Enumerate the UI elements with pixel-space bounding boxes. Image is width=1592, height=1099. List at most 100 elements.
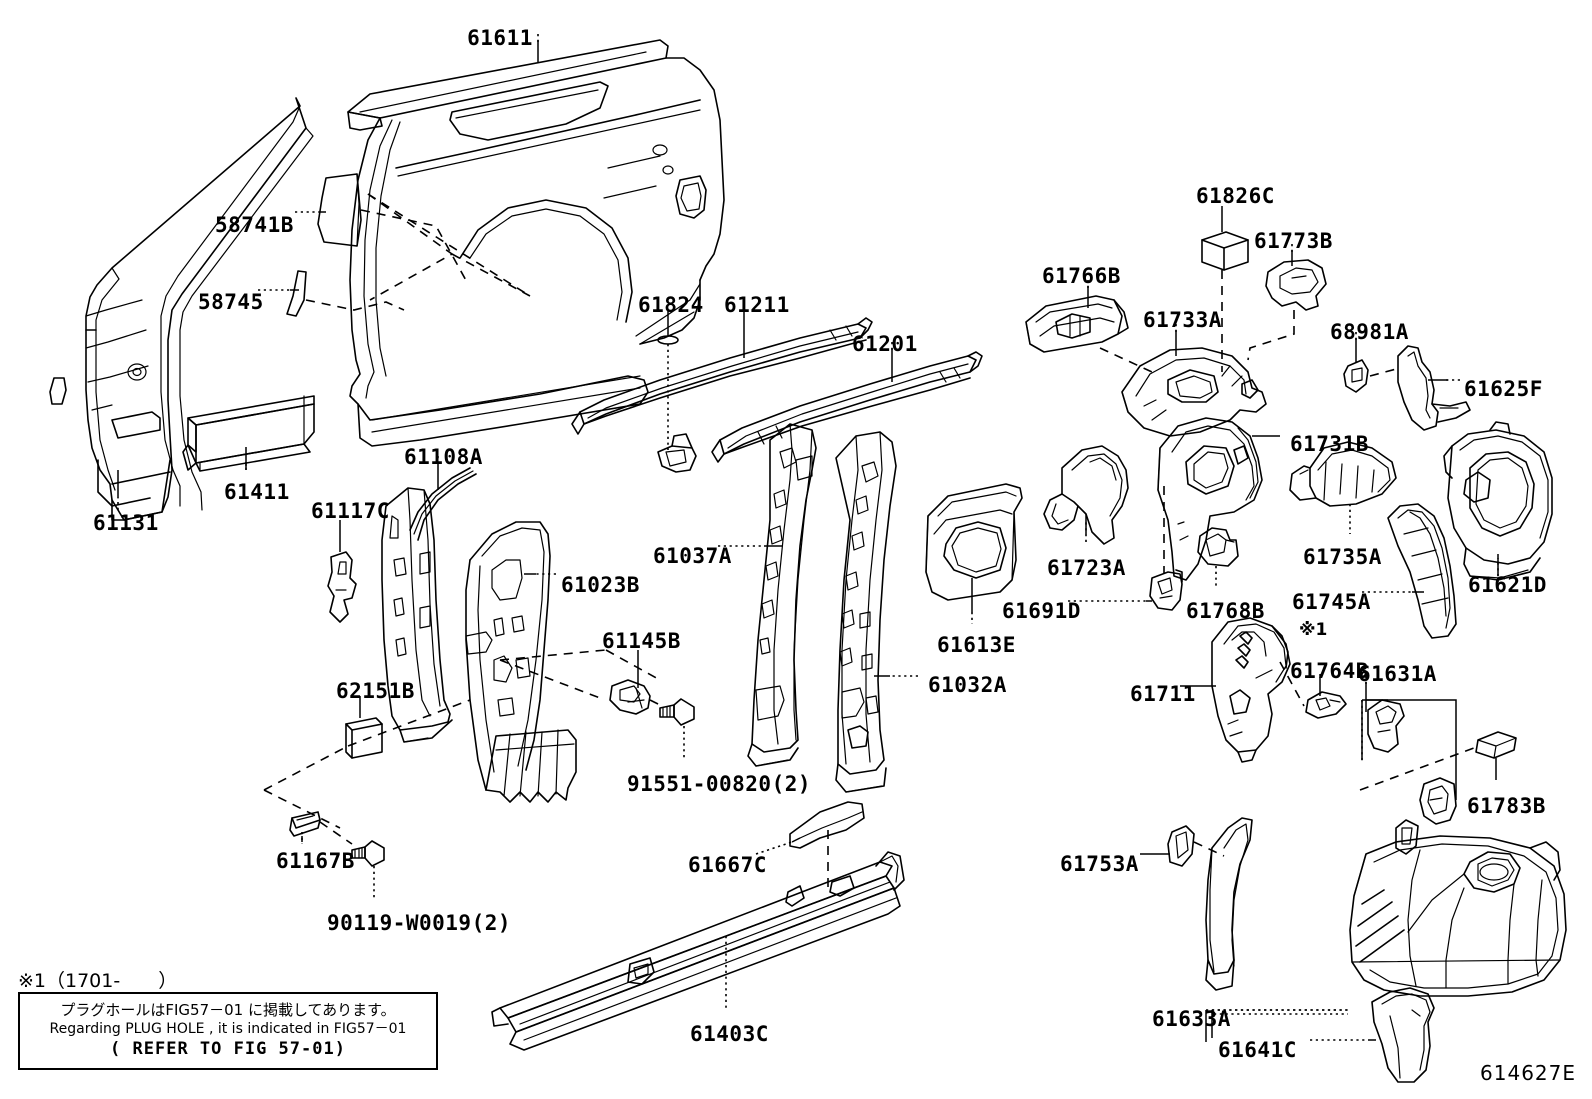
part-61691D-shape [1149, 569, 1183, 611]
part-label-61621D[interactable]: 61621D [1468, 573, 1547, 597]
part-label-61201[interactable]: 61201 [852, 332, 918, 356]
part-label-61167B[interactable]: 61167B [276, 849, 355, 873]
part-61824-shape [657, 335, 679, 345]
part-61625F-shape [1397, 345, 1471, 431]
part-label-61641C[interactable]: 61641C [1218, 1038, 1297, 1062]
part-label-61733A[interactable]: 61733A [1143, 308, 1222, 332]
part-label-61403C[interactable]: 61403C [690, 1022, 769, 1046]
part-62151B-shape [345, 717, 383, 759]
part-61733A-shape [1121, 347, 1267, 437]
part-label-61108A[interactable]: 61108A [404, 445, 483, 469]
dash-61766-to-61733 [1099, 347, 1153, 373]
part-label-62151B[interactable]: 62151B [336, 679, 415, 703]
inline-star-marker: ※1 [1299, 620, 1328, 640]
dash-58741-to-61611 [360, 209, 469, 285]
part-label-61211[interactable]: 61211 [724, 293, 790, 317]
part-61131-outline [85, 97, 314, 521]
part-61211-shape [571, 317, 873, 435]
part-label-61764B[interactable]: 61764B [1290, 659, 1369, 683]
part-61731B-shape [1157, 417, 1263, 581]
part-label-68981A[interactable]: 68981A [1330, 320, 1409, 344]
part-label-91551-00820(2)[interactable]: 91551-00820(2) [627, 772, 812, 796]
leader-61783B [1359, 747, 1497, 791]
part-label-61731B[interactable]: 61731B [1290, 432, 1369, 456]
part-label-61625F[interactable]: 61625F [1464, 377, 1543, 401]
part-label-61667C[interactable]: 61667C [688, 853, 767, 877]
part-61766B-shape [1025, 295, 1129, 353]
figure-number: 614627E [1480, 1061, 1576, 1085]
part-61201-shape [711, 351, 983, 463]
part-61631A-bracket-bottom [1419, 777, 1457, 825]
part-61131-rail [49, 377, 67, 405]
part-label-61766B[interactable]: 61766B [1042, 264, 1121, 288]
part-61108A-shape [409, 467, 477, 541]
part-label-61753A[interactable]: 61753A [1060, 852, 1139, 876]
part-label-61411[interactable]: 61411 [224, 480, 290, 504]
part-61631A-bracket-top [1367, 699, 1405, 753]
part-label-61633A[interactable]: 61633A [1152, 1007, 1231, 1031]
note-line-japanese: プラグホールはFIG57－01 に掲載してあります。 [60, 1001, 396, 1020]
part-91551-00820-bolt [659, 698, 695, 726]
part-61023B-shape [465, 521, 577, 803]
part-61611-outline [347, 39, 725, 447]
leader-61773B [1247, 244, 1295, 361]
part-misc-bracket-upper [1395, 819, 1419, 855]
leader-61631A [1361, 676, 1457, 800]
part-61037A-shape [747, 423, 817, 767]
part-label-58745[interactable]: 58745 [198, 290, 264, 314]
plug-hole-note-box: プラグホールはFIG57－01 に掲載してあります。 Regarding PLU… [18, 992, 438, 1070]
part-61411-shape [182, 395, 315, 472]
part-label-61131[interactable]: 61131 [93, 511, 159, 535]
part-68981A-shape [1343, 359, 1369, 393]
part-label-61611[interactable]: 61611 [467, 26, 533, 50]
part-label-61037A[interactable]: 61037A [653, 544, 732, 568]
part-61117C-shape [327, 551, 357, 623]
part-label-61691D[interactable]: 61691D [1002, 599, 1081, 623]
leader-61117C-dashes [263, 649, 661, 829]
part-label-61768B[interactable]: 61768B [1186, 599, 1265, 623]
part-61764B-shape [1305, 691, 1347, 719]
dash-58745-to-61611 [305, 299, 405, 311]
part-61711-shape [1211, 617, 1291, 763]
part-61023B-left-pillar [381, 487, 453, 743]
leader-61764B [1279, 661, 1321, 707]
part-61621D-shape [1443, 421, 1553, 581]
part-label-61824[interactable]: 61824 [638, 293, 704, 317]
part-61773B-shape [1265, 259, 1327, 311]
part-label-61145B[interactable]: 61145B [602, 629, 681, 653]
part-61167B-shape [289, 811, 321, 837]
part-61824-seat [657, 433, 697, 473]
part-61745A-shape [1387, 503, 1457, 639]
part-61032A-shape [835, 431, 897, 793]
note-line-english: Regarding PLUG HOLE , it is indicated in… [49, 1021, 407, 1038]
part-61641C-shape [1371, 987, 1435, 1083]
dash-61167-to-bolt [319, 821, 353, 845]
part-61753A-shape [1167, 825, 1195, 867]
part-label-90119-W0019(2)[interactable]: 90119-W0019(2) [327, 911, 512, 935]
part-label-61032A[interactable]: 61032A [928, 673, 1007, 697]
part-label-61723A[interactable]: 61723A [1047, 556, 1126, 580]
leader-61753A [1140, 841, 1225, 857]
leader-61633A [1205, 1009, 1348, 1042]
part-61613E-shape [925, 483, 1023, 601]
part-label-61631A[interactable]: 61631A [1358, 662, 1437, 686]
part-61735A-shape [1289, 441, 1397, 507]
part-label-61613E[interactable]: 61613E [937, 633, 1016, 657]
part-label-61023B[interactable]: 61023B [561, 573, 640, 597]
part-label-61735A[interactable]: 61735A [1303, 545, 1382, 569]
leader-68981A [1355, 332, 1401, 377]
part-label-61826C[interactable]: 61826C [1196, 184, 1275, 208]
part-label-61783B[interactable]: 61783B [1467, 794, 1546, 818]
part-label-61117C[interactable]: 61117C [311, 499, 390, 523]
part-label-61745A[interactable]: 61745A [1292, 590, 1371, 614]
part-58745-shape [286, 270, 307, 317]
part-label-61711[interactable]: 61711 [1130, 682, 1196, 706]
part-61403C-shape [491, 851, 905, 1051]
part-rear-pillar-leg [1205, 817, 1253, 991]
part-label-58741B[interactable]: 58741B [215, 213, 294, 237]
part-label-61773B[interactable]: 61773B [1254, 229, 1333, 253]
part-61723A-shape [1043, 445, 1129, 545]
part-61667C-shape [789, 801, 865, 849]
